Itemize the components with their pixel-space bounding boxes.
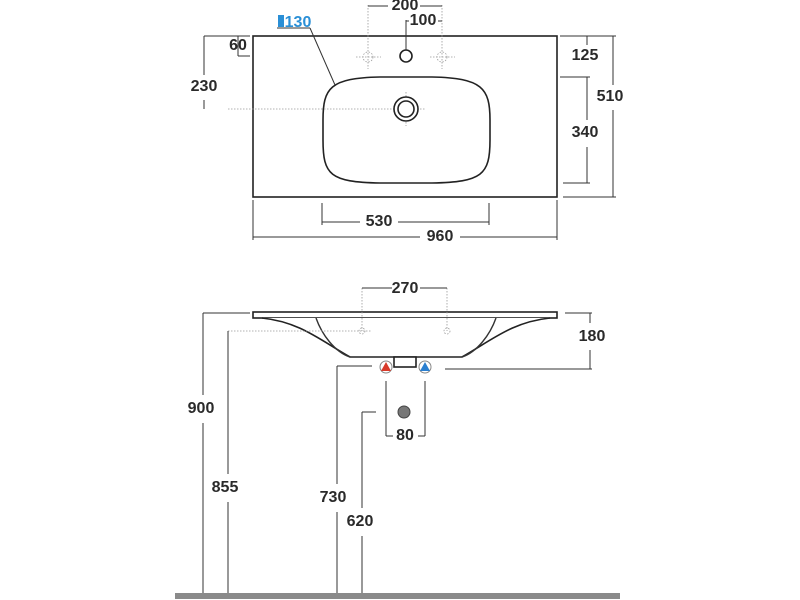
countertop-side xyxy=(252,311,558,319)
dim-top-height: 900 xyxy=(188,400,215,417)
waste-connection-icon xyxy=(397,405,411,419)
top-view: 200 100 130 60 230 125 510 340 530 960 xyxy=(191,0,624,245)
dim-total-depth: 510 xyxy=(597,88,624,105)
dim-fixing-spacing: 270 xyxy=(392,280,419,297)
drain-inner-icon xyxy=(397,100,415,118)
basin-outer-profile xyxy=(261,317,551,358)
dim-total-width: 960 xyxy=(427,228,454,245)
dim-basin-depth: 340 xyxy=(572,124,599,141)
floor-line xyxy=(175,593,620,599)
dim-fixing-height: 855 xyxy=(212,479,239,496)
dim-supply-height: 730 xyxy=(320,489,347,506)
dim-basin-width: 530 xyxy=(366,213,393,230)
waste-outlet xyxy=(393,356,417,368)
front-view: 270 180 900 855 730 620 80 xyxy=(175,280,620,599)
dim-tap-spacing-center: 100 xyxy=(410,12,437,29)
dim-basin-depth-callout: 130 xyxy=(285,14,312,31)
dim-supply-spacing: 80 xyxy=(396,427,414,444)
dim-drain-offset: 230 xyxy=(191,78,218,95)
cold-supply-icon xyxy=(418,360,432,374)
dim-basin-offset: 125 xyxy=(572,47,599,64)
hot-supply-icon xyxy=(379,360,393,374)
tap-hole-center xyxy=(399,49,413,63)
dim-tap-spacing-outer: 200 xyxy=(392,0,419,14)
dim-basin-height: 180 xyxy=(579,328,606,345)
dim-tap-offset: 60 xyxy=(229,37,247,54)
dim-waste-height: 620 xyxy=(347,513,374,530)
basin-outline xyxy=(322,76,491,184)
depth-marker-icon xyxy=(278,15,284,27)
